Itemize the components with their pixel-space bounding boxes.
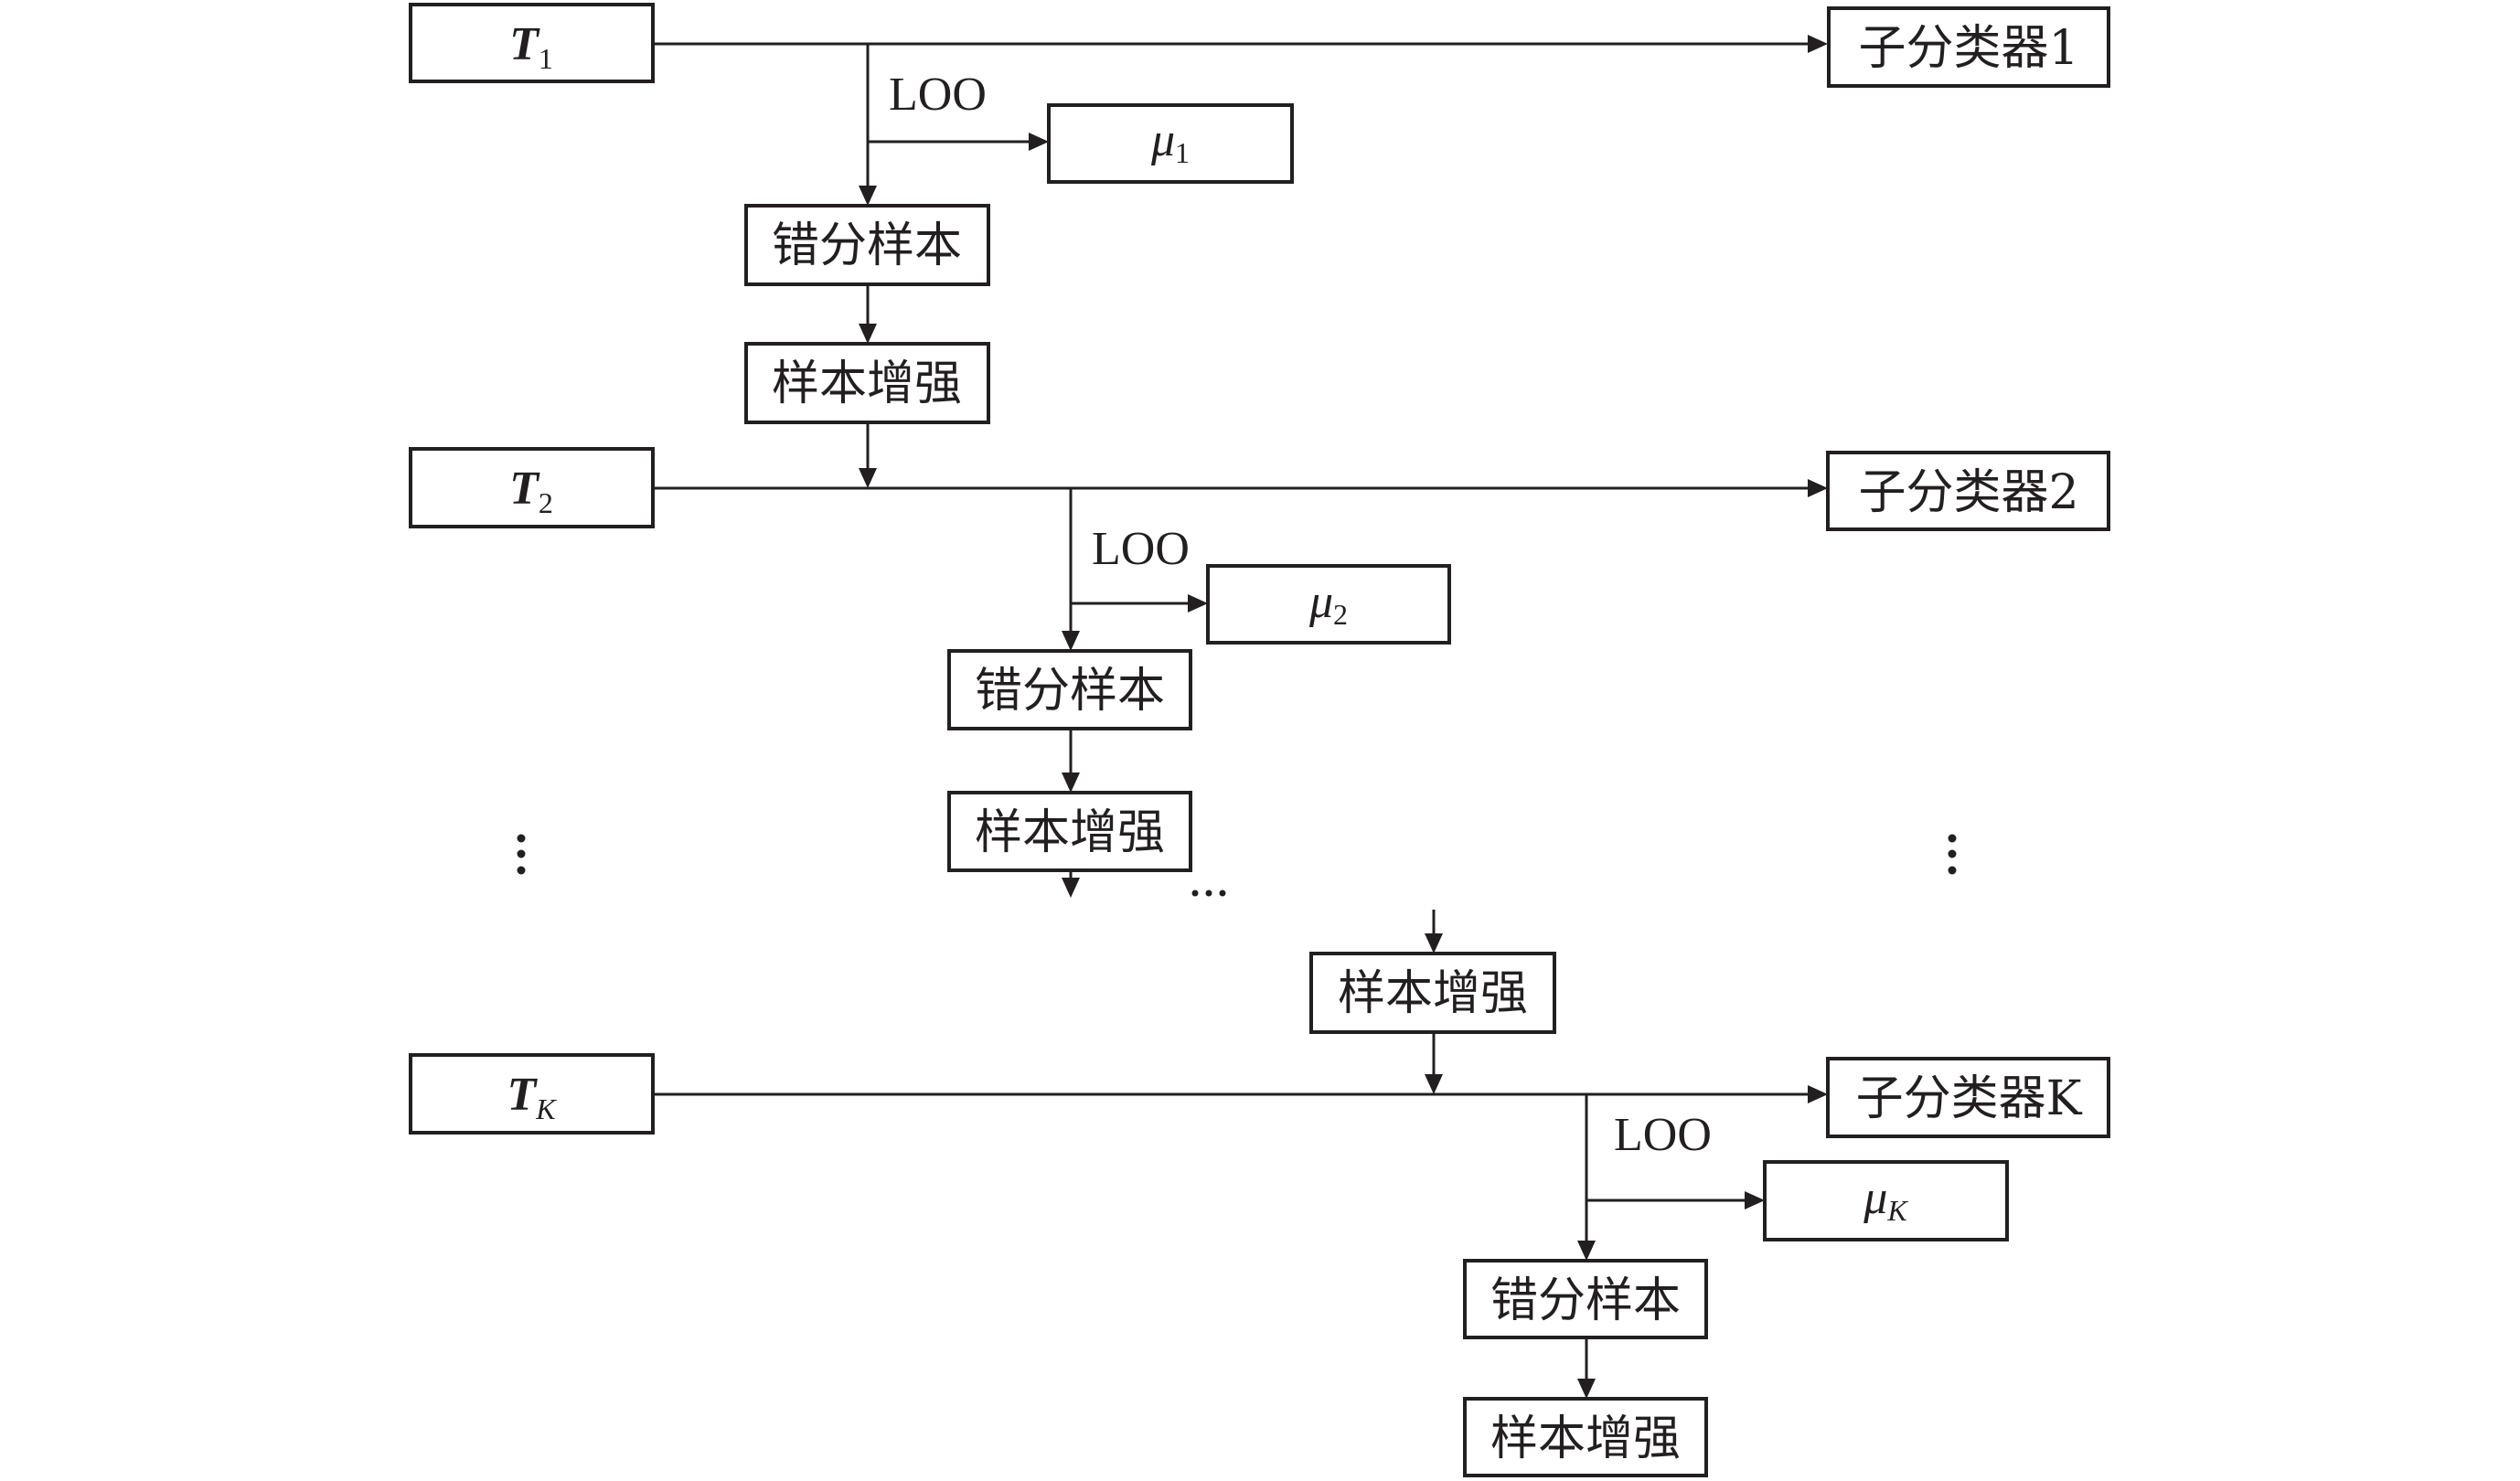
error-rate-label-k: μK — [1863, 1172, 1908, 1227]
augment-label-k: 样本增强 — [1490, 1412, 1681, 1466]
loo-label-k: LOO — [1614, 1109, 1712, 1161]
augment-label-2: 样本增强 — [975, 805, 1165, 860]
arrow-head-incoming-augment-k — [1425, 933, 1443, 954]
augment-box-1: 样本增强 — [744, 342, 990, 424]
sub-classifier-box-k: 子分类器K — [1826, 1057, 2110, 1138]
sub-classifier-label-2: 子分类器2 — [1858, 465, 2078, 520]
augment-box-2: 样本增强 — [947, 791, 1192, 872]
arrow-head-t2-merge — [859, 468, 877, 488]
loo-label-1: LOO — [889, 69, 987, 121]
arrow-head-tk-merge — [1425, 1074, 1443, 1094]
arrow-head-subclassifier-2 — [1808, 479, 1828, 497]
ellipsis-left — [517, 834, 526, 875]
arrow-head-subclassifier-k — [1808, 1085, 1828, 1103]
arrow-head-mu-2 — [1188, 594, 1208, 613]
error-rate-box-1: μ1 — [1047, 103, 1294, 184]
augment-box-k: 样本增强 — [1463, 1397, 1708, 1477]
arrow-head-misclassified-k — [1577, 1241, 1596, 1261]
arrow-head-misclassified-2 — [1062, 631, 1080, 651]
ellipsis-right — [1948, 834, 1957, 875]
error-rate-box-2: μ2 — [1206, 564, 1451, 645]
stage-1: T1 子分类器1 LOO μ1 错分样本 样本增强 — [409, 3, 2110, 488]
misclassified-label-1: 错分样本 — [772, 218, 962, 273]
augment-label-k-minus-1: 样本增强 — [1338, 966, 1528, 1021]
arrow-head-augment-1 — [859, 324, 877, 344]
arrow-head-augment-2 — [1062, 772, 1080, 793]
augment-box-k-minus-1: 样本增强 — [1309, 952, 1556, 1034]
misclassified-label-k: 错分样本 — [1490, 1273, 1681, 1328]
arrow-head-mu-1 — [1029, 133, 1049, 151]
sub-classifier-box-2: 子分类器2 — [1826, 451, 2110, 531]
sub-classifier-label-1: 子分类器1 — [1858, 21, 2078, 76]
sub-classifier-label-k: 子分类器K — [1856, 1071, 2083, 1126]
error-rate-label-2: μ2 — [1308, 576, 1348, 631]
misclassified-label-2: 错分样本 — [975, 664, 1165, 719]
training-set-box-t2: T2 — [409, 447, 655, 528]
training-set-box-tk: TK — [409, 1053, 655, 1135]
arrow-head-continue-2 — [1062, 878, 1080, 898]
misclassified-box-2: 错分样本 — [947, 649, 1192, 730]
error-rate-label-1: μ1 — [1150, 114, 1190, 169]
misclassified-box-1: 错分样本 — [744, 204, 990, 286]
stage-2: T2 子分类器2 LOO μ2 错分样本 样本增强 — [409, 447, 2110, 898]
training-set-label-t2: T2 — [509, 463, 553, 519]
augment-label-1: 样本增强 — [772, 357, 962, 411]
stage-k: 样本增强 TK 子分类器K LOO μK 错分样本 样本增强 — [409, 910, 2110, 1477]
error-rate-box-k: μK — [1763, 1160, 2009, 1241]
loo-label-2: LOO — [1092, 523, 1190, 575]
training-set-label-tk: TK — [507, 1069, 557, 1125]
ellipsis-middle — [1191, 890, 1226, 897]
misclassified-box-k: 错分样本 — [1463, 1259, 1708, 1339]
arrow-head-subclassifier-1 — [1808, 35, 1828, 53]
sub-classifier-box-1: 子分类器1 — [1827, 6, 2110, 88]
arrow-head-mu-k — [1745, 1191, 1765, 1209]
arrow-head-augment-k — [1577, 1379, 1596, 1399]
arrow-head-misclassified-1 — [859, 186, 877, 206]
training-set-box-t1: T1 — [409, 3, 655, 83]
training-set-label-t1: T1 — [509, 18, 553, 75]
